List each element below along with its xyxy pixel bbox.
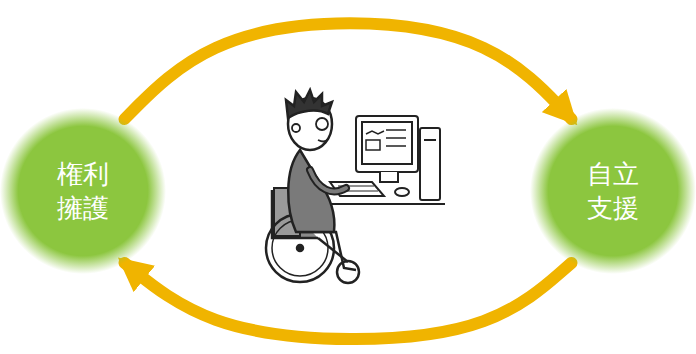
monitor-screen: [362, 122, 412, 164]
screen-window: [366, 140, 380, 150]
circle-node: 自立 支援: [530, 108, 696, 274]
circle-shape: [530, 108, 696, 274]
person-ear: [292, 124, 300, 132]
node-label: 自立 支援: [582, 157, 644, 225]
person-mouth: [318, 139, 328, 141]
wheelchair-frame: [318, 238, 348, 262]
person-legs: [300, 232, 356, 270]
screen-line: [386, 137, 406, 139]
cycle-arrow: [125, 23, 572, 119]
circle-shape: [0, 108, 166, 274]
node-label: 権利 擁護: [52, 157, 114, 225]
screen-squiggle: [366, 131, 384, 134]
green-circle: [0, 108, 166, 274]
wheelchair-hub: [297, 245, 303, 251]
green-circle: [530, 108, 696, 274]
desk-edge: [325, 203, 445, 205]
wheelchair-caster: [337, 261, 359, 283]
person-hair: [286, 90, 332, 118]
screen-line: [386, 145, 406, 147]
pc-tower-detail: [424, 139, 436, 141]
pc-tower: [420, 128, 440, 200]
person-glasses: [316, 118, 328, 130]
person-sleeve: [310, 170, 346, 191]
monitor-stand: [380, 172, 398, 182]
monitor: [356, 116, 418, 172]
mouse: [395, 188, 409, 196]
person-arm: [310, 170, 346, 191]
person: [286, 90, 356, 270]
circle-node: 権利 擁護: [0, 108, 166, 274]
cycle-arrow: [125, 263, 572, 339]
screen-line: [386, 129, 406, 131]
